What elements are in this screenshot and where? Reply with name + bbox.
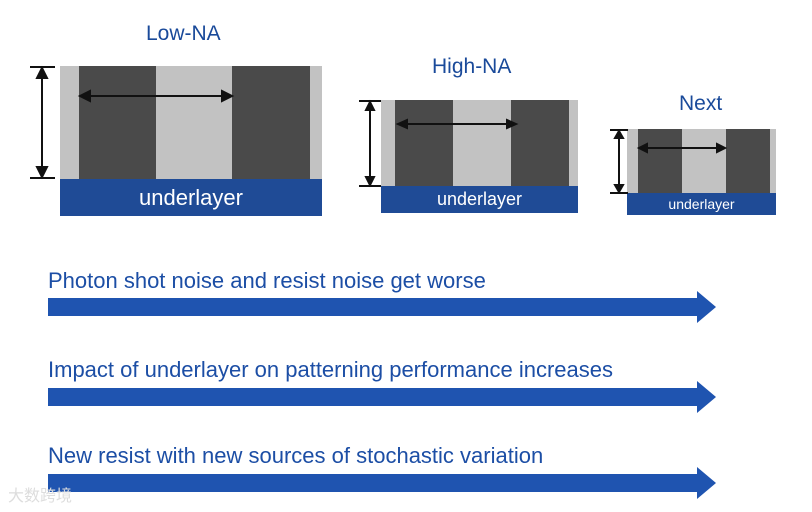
next-pitch-marker [636,142,728,154]
high-na-stack: underlayer [381,100,578,213]
next-title: Next [679,92,723,115]
trend-label-1: Photon shot noise and resist noise get w… [48,268,486,293]
resist-line-right [232,66,310,179]
trend-arrow-1 [48,291,716,323]
high-na-title: High-NA [432,55,512,78]
underlayer: underlayer [627,193,776,215]
high-na-pitch-marker [395,118,519,130]
low-na-height-marker [30,65,55,180]
underlayer: underlayer [381,186,578,213]
low-na-pitch-marker [77,89,235,103]
next-height-marker [610,128,628,195]
resist-line-left [79,66,156,179]
high-na-height-marker [359,99,381,188]
low-na-title: Low-NA [146,22,221,45]
underlayer: underlayer [60,179,322,216]
trend-label-3: New resist with new sources of stochasti… [48,443,544,468]
resist-line-left [638,129,682,193]
trend-arrow-2 [48,381,716,413]
resist-line-left [395,100,453,186]
low-na-stack: underlayer [60,66,322,216]
watermark: 大数跨境 [8,488,73,505]
resist-line-right [726,129,770,193]
trend-arrow-3 [48,467,716,499]
trend-label-2: Impact of underlayer on patterning perfo… [48,357,613,382]
resist-line-right [511,100,569,186]
next-stack: underlayer [627,129,776,215]
